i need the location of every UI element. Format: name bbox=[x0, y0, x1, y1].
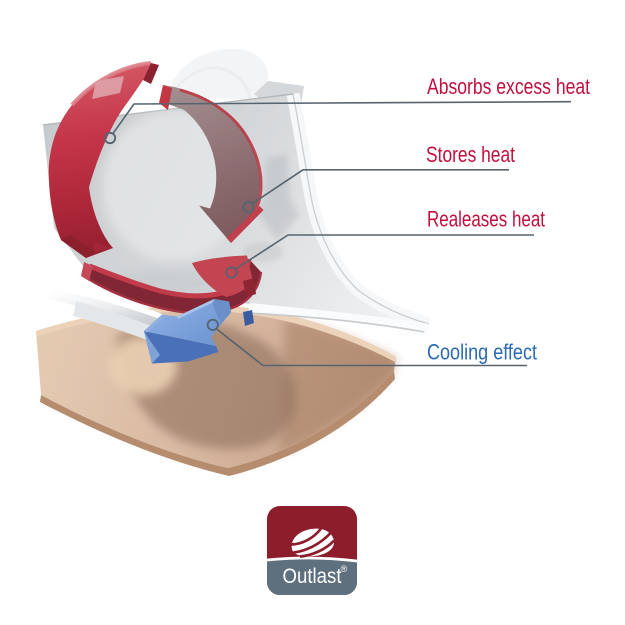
svg-text:Realeases heat: Realeases heat bbox=[427, 207, 545, 232]
svg-text:Outlast: Outlast bbox=[283, 564, 342, 588]
svg-text:Cooling effect: Cooling effect bbox=[427, 340, 537, 365]
svg-text:Stores heat: Stores heat bbox=[426, 142, 515, 167]
svg-text:®: ® bbox=[341, 564, 348, 574]
svg-text:Absorbs excess heat: Absorbs excess heat bbox=[427, 74, 590, 99]
